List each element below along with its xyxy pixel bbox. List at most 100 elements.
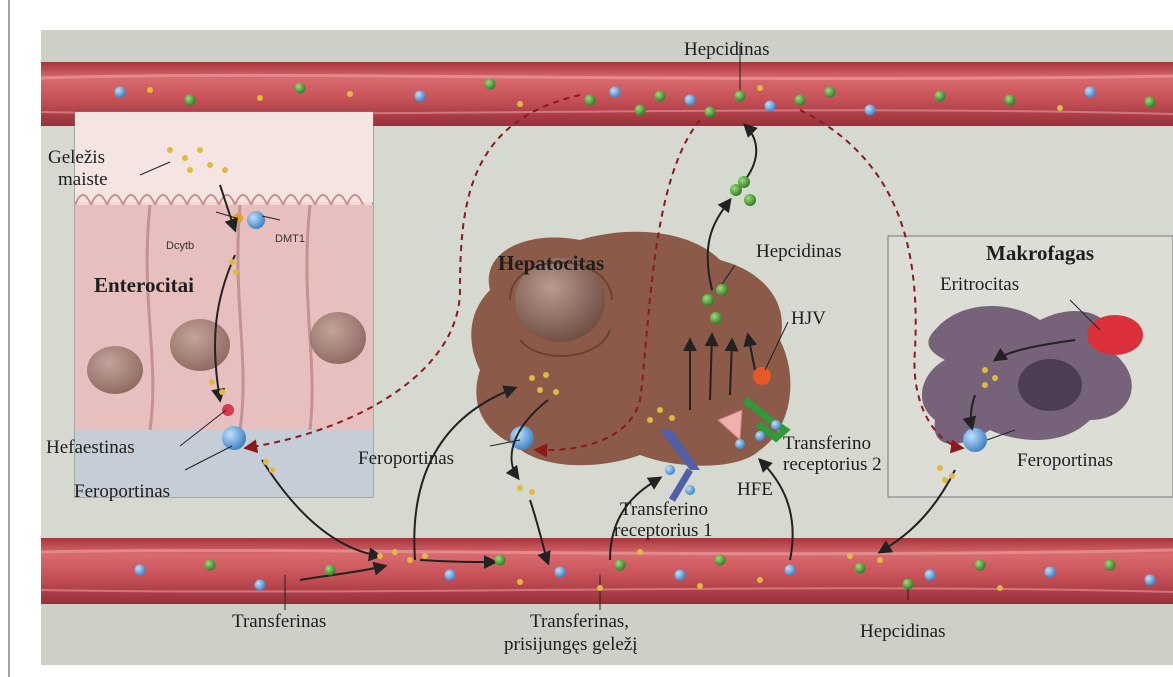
top-vessel-molecule <box>295 83 306 94</box>
bottom-vessel-iron <box>757 577 763 583</box>
ferroportin-hepatocyte-label: Feroportinas <box>358 449 454 469</box>
bottom-vessel-molecule <box>205 560 216 571</box>
bottom-vessel-molecule <box>975 560 986 571</box>
hepatocyte-iron <box>553 389 559 395</box>
tfr1-label-line2: receptorius 1 <box>614 521 713 541</box>
bottom-vessel-iron <box>847 553 853 559</box>
bottom-vessel-molecule <box>1045 567 1056 578</box>
bottom-vessel-iron <box>407 557 413 563</box>
ferroportin-macrophage <box>963 428 987 452</box>
hepatocyte-iron <box>529 375 535 381</box>
food-iron <box>207 162 213 168</box>
hepatocyte-iron <box>543 372 549 378</box>
enterocyte-iron <box>229 259 235 265</box>
bottom-vessel-molecule <box>325 565 336 576</box>
transferrin-bound-label-line1: Transferinas, <box>530 612 629 632</box>
bound-transferrin <box>735 439 745 449</box>
food-iron <box>167 147 173 153</box>
hepcidin-molecule <box>738 176 750 188</box>
erythrocyte-label: Eritrocitas <box>940 275 1019 295</box>
hepcidin-mid-label: Hepcidinas <box>756 242 841 262</box>
hepcidin-molecule <box>744 194 756 206</box>
bottom-vessel-iron <box>422 553 428 559</box>
hepatocyte-iron <box>647 417 653 423</box>
top-vessel-molecule <box>765 101 776 112</box>
bound-transferrin <box>755 431 765 441</box>
bottom-vessel-molecule <box>1105 560 1116 571</box>
hjv-label: HJV <box>791 309 826 329</box>
ferroportin-macrophage-label: Feroportinas <box>1017 451 1113 471</box>
macrophage-iron <box>992 375 998 381</box>
macrophage-label: Makrofagas <box>986 243 1094 263</box>
tfr2-label-line1: Transferino <box>783 434 871 454</box>
enterocytes-label: Enterocitai <box>94 275 194 295</box>
dmt1-label: DMT1 <box>275 229 305 249</box>
enterocyte-iron <box>263 459 269 465</box>
hepatocyte-iron <box>529 489 535 495</box>
hepatocyte-iron <box>669 415 675 421</box>
top-vessel-molecule <box>1005 95 1016 106</box>
macrophage-iron <box>949 473 955 479</box>
top-vessel-molecule <box>865 105 876 116</box>
bound-transferrin <box>685 485 695 495</box>
top-vessel-molecule <box>935 91 946 102</box>
top-vessel-molecule <box>415 91 426 102</box>
enterocyte-iron <box>233 269 239 275</box>
hepatocyte-iron <box>537 387 543 393</box>
top-vessel-iron <box>1057 105 1063 111</box>
top-vessel-molecule <box>735 91 746 102</box>
bottom-vessel-molecule <box>855 563 866 574</box>
iron-in-food-label-line2: maiste <box>58 170 108 190</box>
bottom-vessel-molecule <box>675 570 686 581</box>
top-vessel-iron <box>147 87 153 93</box>
bottom-vessel-molecule <box>785 565 796 576</box>
enterocyte-iron <box>269 467 275 473</box>
macrophage-iron <box>942 477 948 483</box>
bottom-vessel-iron <box>877 557 883 563</box>
top-vessel-molecule <box>1085 87 1096 98</box>
top-vessel-molecule <box>655 91 666 102</box>
food-iron <box>222 167 228 173</box>
bottom-vessel-iron <box>392 549 398 555</box>
transferrin-label: Transferinas <box>232 612 326 632</box>
enterocyte-iron <box>219 389 225 395</box>
top-vessel-molecule <box>585 95 596 106</box>
top-vessel-iron <box>517 101 523 107</box>
erythrocyte-shape <box>1087 315 1143 355</box>
top-vessel-molecule <box>1145 97 1156 108</box>
tfr1-label-line1: Transferino <box>620 500 708 520</box>
hepcidin-bottom-molecule <box>903 579 914 590</box>
macrophage-iron <box>937 465 943 471</box>
top-vessel-iron <box>757 85 763 91</box>
hepatocyte-label: Hepatocitas <box>498 253 604 273</box>
top-vessel-molecule <box>825 87 836 98</box>
top-vessel-molecule <box>705 107 716 118</box>
bottom-vessel-iron <box>997 585 1003 591</box>
bound-transferrin <box>771 420 781 430</box>
bottom-vessel-iron <box>597 585 603 591</box>
bottom-vessel-molecule <box>495 555 506 566</box>
top-vessel-molecule <box>685 95 696 106</box>
bottom-vessel-iron <box>637 549 643 555</box>
tfr2-label-line2: receptorius 2 <box>783 455 882 475</box>
bottom-vessel-iron <box>517 579 523 585</box>
bound-transferrin <box>665 465 675 475</box>
food-iron <box>187 167 193 173</box>
bottom-vessel-molecule <box>445 570 456 581</box>
hepcidin-molecule <box>710 312 722 324</box>
top-vessel-molecule <box>115 87 126 98</box>
bottom-vessel-molecule <box>715 555 726 566</box>
top-vessel-molecule <box>635 105 646 116</box>
hepcidin-molecule <box>702 294 714 306</box>
bottom-vessel-molecule <box>615 560 626 571</box>
dcytb-label: Dcytb <box>166 236 194 256</box>
hepcidin-top-label: Hepcidinas <box>684 40 769 60</box>
food-iron <box>182 155 188 161</box>
bottom-vessel-molecule <box>925 570 936 581</box>
hepatocyte-iron <box>657 407 663 413</box>
dmt1-protein <box>247 211 265 229</box>
macrophage-iron <box>982 382 988 388</box>
bottom-vessel-iron <box>697 583 703 589</box>
hfe-label: HFE <box>737 480 773 500</box>
